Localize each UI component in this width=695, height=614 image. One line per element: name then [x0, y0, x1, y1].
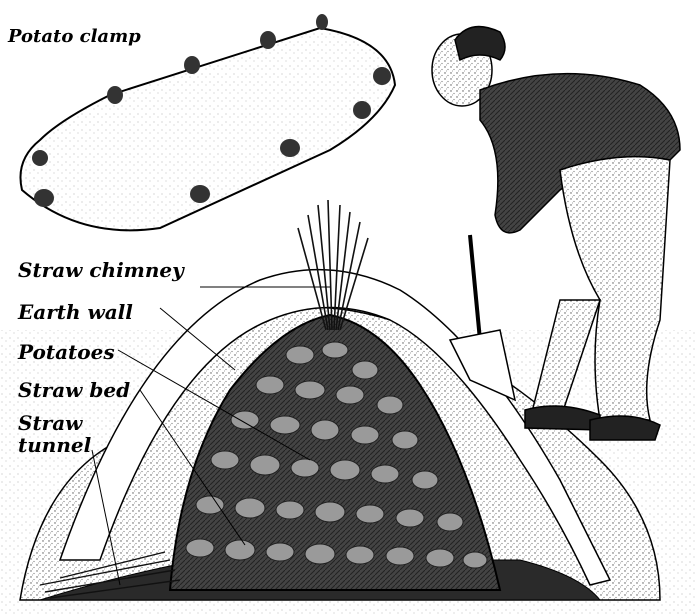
label-straw-tunnel-line1: Straw — [18, 412, 91, 434]
label-straw-chimney: Straw chimney — [18, 260, 184, 280]
label-straw-bed: Straw bed — [18, 380, 130, 400]
diagram-title: Potato clamp — [8, 28, 141, 46]
label-straw-tunnel-line2: tunnel — [18, 434, 91, 456]
label-straw-tunnel: Straw tunnel — [18, 412, 91, 456]
label-potatoes: Potatoes — [18, 342, 115, 362]
label-earth-wall: Earth wall — [18, 302, 133, 322]
farmer-figure — [432, 27, 680, 440]
